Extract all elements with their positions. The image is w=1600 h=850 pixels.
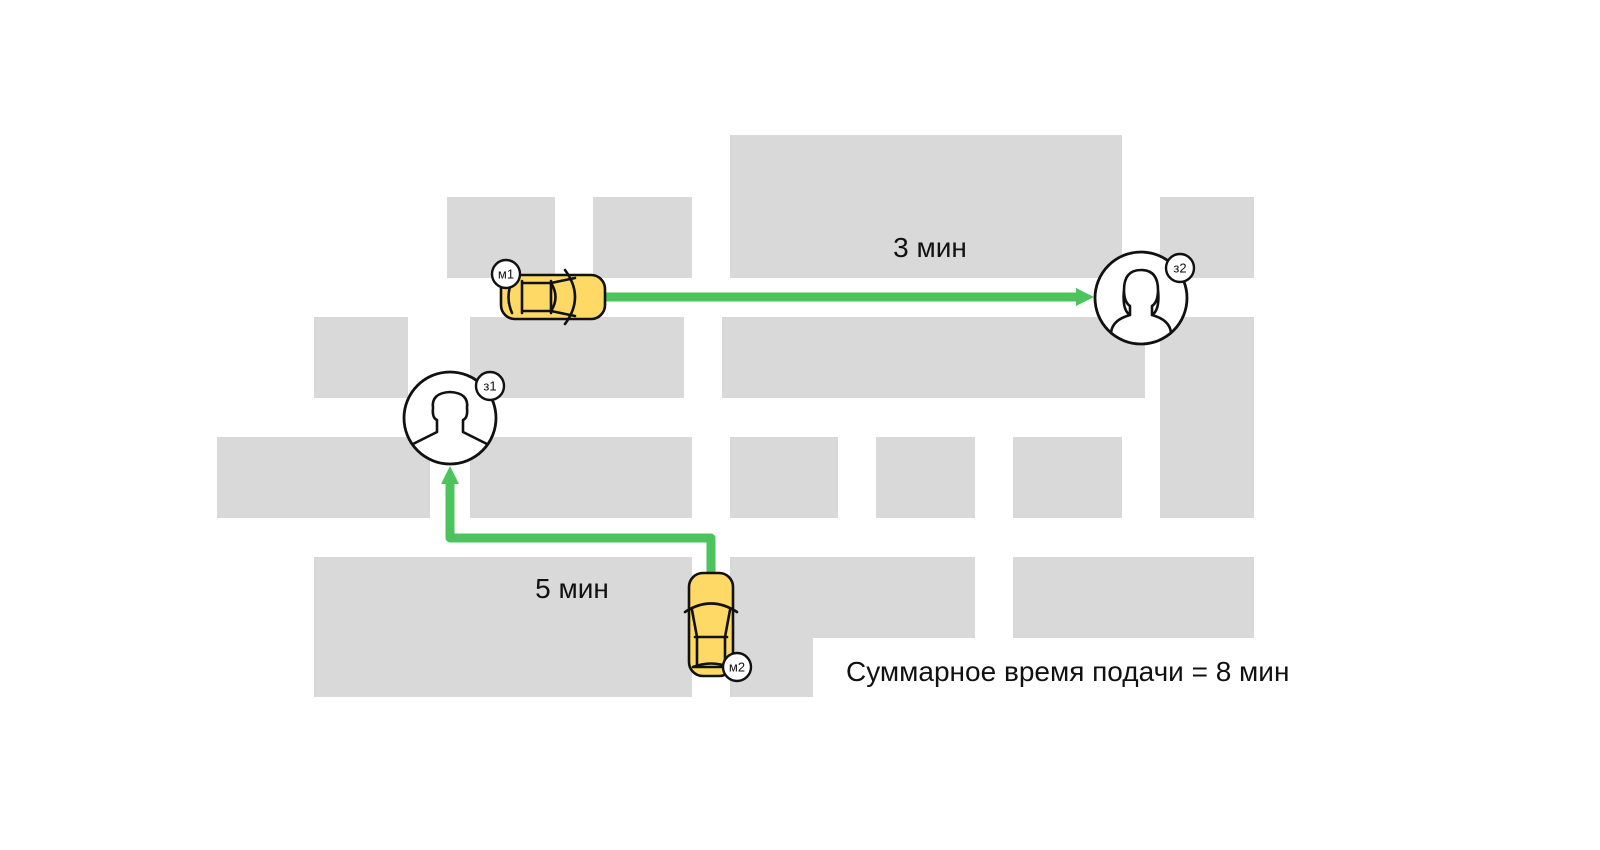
route-m1-z2 [600, 288, 1094, 306]
client-badge [1164, 252, 1196, 284]
city-block [1013, 437, 1122, 518]
car-badge [490, 258, 522, 290]
city-block [730, 557, 975, 697]
city-block [314, 317, 408, 398]
route-m2-z1 [441, 466, 716, 578]
route-time-label: 5 мин [535, 573, 609, 604]
male-person-icon [411, 390, 489, 446]
car-m2[interactable]: м2 [683, 571, 753, 683]
arrow-head-icon [441, 466, 459, 484]
city-block [730, 437, 838, 518]
car-icon [499, 268, 607, 326]
car-m1[interactable]: м1 [490, 258, 607, 326]
city-block [1160, 317, 1254, 518]
client-badge [474, 370, 506, 402]
city-blocks [217, 135, 1254, 697]
city-block [730, 135, 1122, 278]
city-block [217, 437, 430, 518]
city-block [593, 197, 692, 278]
car-badge-label: м1 [498, 267, 514, 282]
city-block [470, 437, 692, 518]
summary-text: Суммарное время подачи = 8 мин [846, 656, 1289, 687]
car-icon [683, 571, 739, 678]
city-block [876, 437, 975, 518]
client-z1[interactable]: з1 [402, 370, 506, 466]
city-block [314, 557, 692, 697]
city-block [722, 317, 1145, 398]
arrow-head-icon [1076, 288, 1094, 306]
city-block [470, 317, 684, 398]
client-badge-label: з2 [1173, 261, 1186, 276]
car-badge-label: м2 [729, 660, 745, 675]
city-block [1013, 557, 1254, 638]
client-badge-label: з1 [483, 379, 496, 394]
car-badge [721, 651, 753, 683]
female-person-icon [1109, 268, 1173, 335]
client-z2[interactable]: з2 [1093, 250, 1196, 346]
route-time-label: 3 мин [893, 232, 967, 263]
